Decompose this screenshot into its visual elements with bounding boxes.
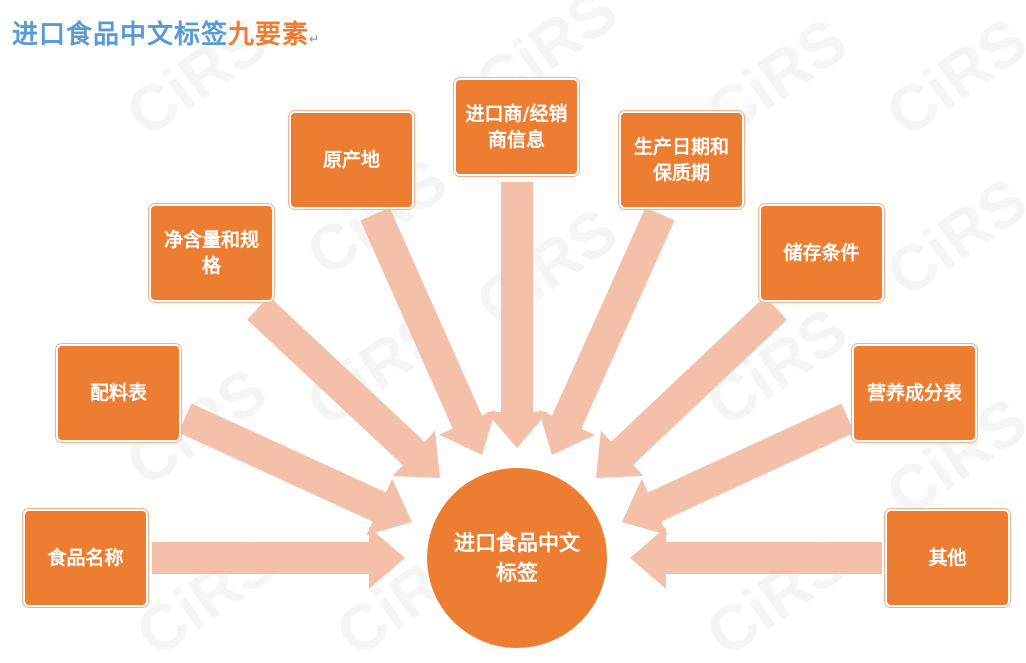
- arrow-0: [152, 527, 405, 589]
- element-net-content: 净含量和规格: [149, 204, 274, 302]
- element-dates: 生产日期和保质期: [619, 111, 744, 209]
- title-part-1: 进口食品中文标签: [12, 20, 229, 50]
- element-food-name: 食品名称: [23, 509, 148, 607]
- element-origin: 原产地: [289, 111, 414, 209]
- arrow-2: [247, 296, 440, 478]
- arrow-4: [486, 182, 548, 448]
- arrow-7: [622, 403, 855, 536]
- arrow-5: [538, 207, 675, 455]
- element-importer: 进口商/经销商信息: [454, 78, 579, 176]
- return-mark: ↵: [309, 32, 321, 46]
- element-ingredients: 配料表: [56, 344, 181, 442]
- arrow-1: [178, 403, 412, 536]
- arrow-3: [360, 207, 496, 455]
- element-nutrition: 营养成分表: [852, 344, 977, 442]
- page-title: 进口食品中文标签九要素↵: [12, 14, 320, 51]
- center-circle: 进口食品中文标签: [427, 468, 607, 648]
- element-other: 其他: [885, 509, 1010, 607]
- arrow-6: [596, 296, 787, 478]
- arrow-8: [630, 527, 882, 589]
- title-part-2: 九要素: [228, 20, 310, 50]
- element-storage: 储存条件: [759, 204, 884, 302]
